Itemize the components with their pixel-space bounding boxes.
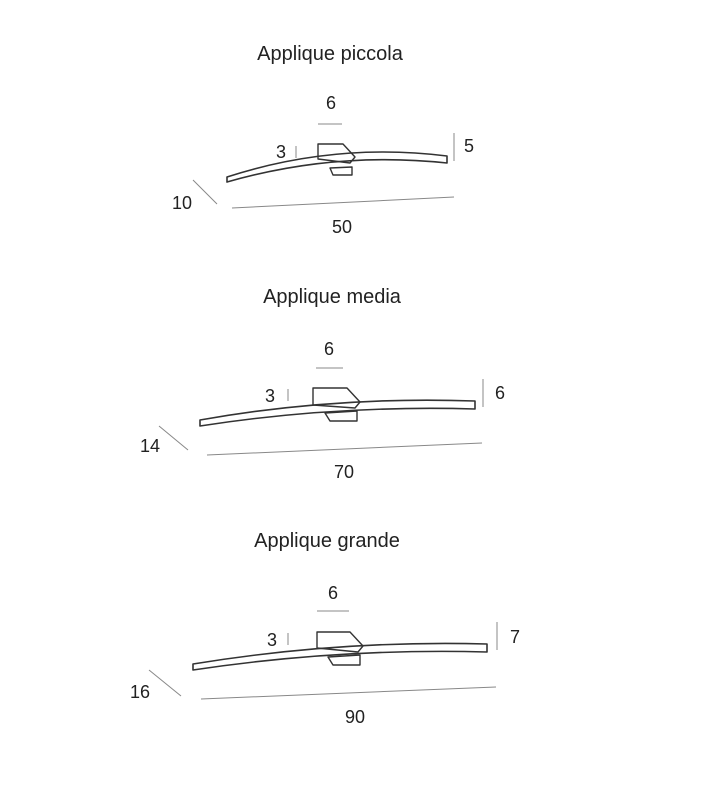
mount-width-label: 6 [324,339,334,359]
width-label: 50 [332,217,352,237]
depth-line [192,179,218,205]
height-label: 6 [495,383,505,403]
variant-title: Applique grande [254,530,400,552]
mount-height-label: 3 [276,142,286,162]
mount-base [329,166,353,176]
variant-large: Applique grande 6 3 7 16 90 [130,530,520,727]
width-line [200,686,497,700]
depth-line [158,425,189,451]
mount-base [327,654,361,666]
mount-width-label: 6 [328,583,338,603]
variant-title: Applique media [263,286,402,308]
width-label: 90 [345,707,365,727]
lamp-body [226,151,448,183]
variant-title: Applique piccola [257,43,404,65]
wall-mount [316,631,364,653]
mount-height-label: 3 [267,630,277,650]
width-label: 70 [334,462,354,482]
lamp-body [192,642,488,671]
mount-width-label: 6 [326,93,336,113]
height-label: 5 [464,136,474,156]
depth-label: 14 [140,436,160,456]
lamp-body [199,399,476,427]
variant-medium: Applique media 6 3 6 14 70 [140,286,505,482]
depth-label: 10 [172,193,192,213]
mount-height-label: 3 [265,386,275,406]
depth-label: 16 [130,682,150,702]
variant-small: Applique piccola 6 3 5 10 50 [172,43,474,237]
width-line [231,196,455,209]
height-label: 7 [510,627,520,647]
mount-base [324,410,358,422]
depth-line [148,669,182,697]
width-line [206,442,483,456]
